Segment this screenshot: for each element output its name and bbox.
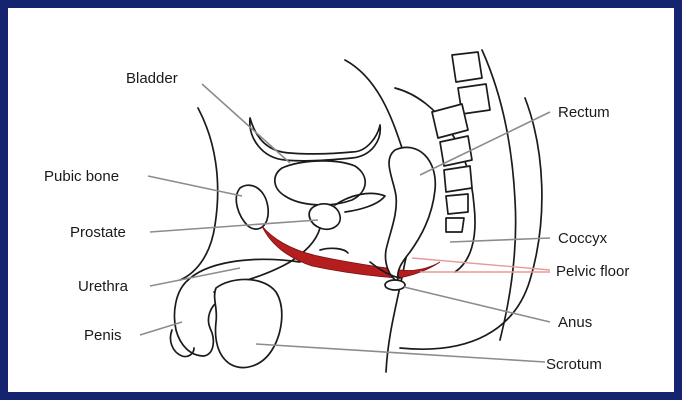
- label-rectum: Rectum: [558, 104, 610, 121]
- label-urethra: Urethra: [78, 278, 129, 295]
- label-scrotum: Scrotum: [546, 356, 602, 373]
- urethra-bulb: [320, 248, 348, 253]
- vertebrae: [432, 52, 490, 232]
- bladder-leader: [202, 84, 290, 163]
- prostate-leader: [150, 220, 318, 232]
- anus-shape: [385, 280, 405, 290]
- label-anus: Anus: [558, 314, 592, 331]
- label-pubic-bone: Pubic bone: [44, 168, 119, 185]
- pubic-bone-shape: [236, 185, 268, 229]
- bladder-shape: [250, 118, 380, 161]
- anus-leader: [404, 287, 550, 322]
- label-prostate: Prostate: [70, 224, 126, 241]
- abdomen-outline: [180, 108, 218, 280]
- label-penis: Penis: [84, 327, 122, 344]
- scrotum-leader: [256, 344, 545, 362]
- pubic-bone-leader: [148, 176, 242, 196]
- rectum-shape: [386, 147, 436, 282]
- penis-shape: [174, 282, 220, 356]
- pelvic-floor-leader-a: [412, 258, 550, 270]
- coccyx-leader: [450, 238, 550, 242]
- scrotum-shape: [215, 279, 282, 367]
- prostate-shape: [309, 204, 340, 229]
- bladder-body: [275, 161, 365, 205]
- label-pelvic-floor: Pelvic floor: [556, 263, 629, 280]
- label-coccyx: Coccyx: [558, 230, 608, 247]
- label-bladder: Bladder: [126, 70, 178, 87]
